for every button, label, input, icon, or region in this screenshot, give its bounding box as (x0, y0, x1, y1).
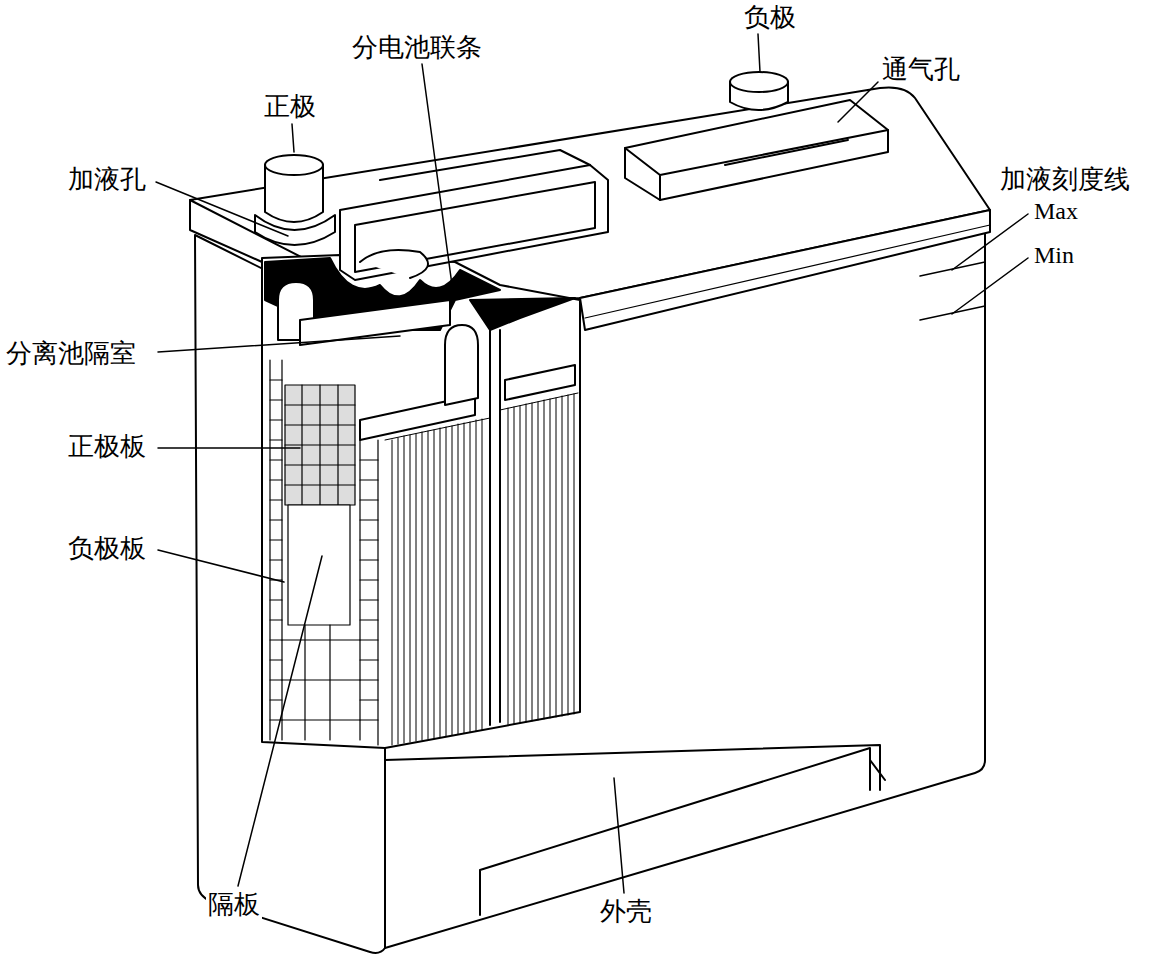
part-label: Min (1032, 242, 1076, 268)
part-label: 通气孔 (880, 56, 962, 85)
filler-cap (360, 250, 428, 278)
part-label: 外壳 (598, 898, 654, 927)
part-label: Max (1032, 198, 1080, 224)
positive-plate-grid (285, 385, 355, 625)
level-marks (920, 262, 985, 320)
vent-box-edge (625, 130, 888, 200)
part-label: 正极 (262, 93, 318, 122)
part-label: 加液孔 (66, 166, 148, 195)
foot-detail (870, 760, 885, 780)
cell-cover (505, 365, 575, 400)
part-label: 隔板 (206, 891, 262, 920)
part-label: 负极 (742, 4, 798, 33)
cutaway-edge (262, 255, 580, 748)
terminal-base (255, 215, 335, 245)
lid-front-band (580, 210, 990, 330)
part-label: 负极板 (66, 535, 148, 564)
part-label: 分离池隔室 (4, 340, 138, 369)
positive-terminal-top (265, 155, 323, 175)
part-label: 加液刻度线 (998, 166, 1132, 195)
lid-edge (585, 225, 990, 318)
vent-slot (725, 140, 848, 165)
lid-left-band (190, 200, 262, 262)
plate-edges (385, 393, 578, 745)
leader-lines (156, 34, 1028, 893)
cap-tray (340, 165, 608, 280)
vent-box (625, 100, 888, 200)
part-label: 分电池联条 (350, 34, 484, 63)
electrolyte-shadow (470, 298, 575, 330)
negative-plate-grid (270, 360, 378, 745)
foot-recess (385, 745, 880, 915)
cell-wall (490, 330, 500, 725)
cap-slot (380, 150, 590, 180)
part-label: 正极板 (66, 433, 148, 462)
negative-terminal-top (730, 72, 788, 92)
strap-post (445, 325, 478, 405)
